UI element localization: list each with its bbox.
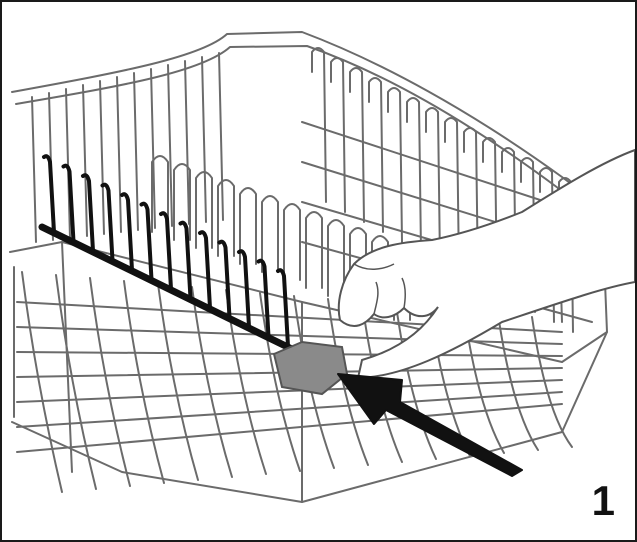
tine (42, 154, 56, 234)
tine (198, 230, 212, 310)
tine (100, 182, 115, 263)
tine (159, 211, 173, 291)
tine (120, 192, 134, 272)
basket-side-loop (444, 117, 460, 273)
basket-back-wire (167, 64, 173, 227)
tine (256, 258, 271, 339)
basket-back-wire (65, 88, 71, 239)
basket-floor-wire (327, 298, 369, 466)
basket-side-loop (349, 67, 365, 223)
basket-floor-rail (16, 403, 563, 453)
rack-release-clip (272, 340, 349, 396)
basket-side-loop (482, 137, 498, 293)
basket-back-wire (133, 72, 139, 231)
basket-plate-loop (327, 219, 345, 297)
basket-top-rail-inner (15, 45, 559, 189)
basket-back-wire (31, 96, 37, 243)
basket-floor-wire (89, 277, 131, 487)
basket-side-loop (539, 167, 555, 323)
basket-back-wire (201, 56, 207, 223)
basket-back-wire (116, 76, 122, 233)
basket-floor-wire (259, 292, 301, 472)
folding-tine-rack (38, 154, 306, 358)
basket-side-loop (368, 77, 384, 233)
basket-side-loop (425, 107, 441, 263)
arrow-shape (337, 373, 523, 477)
basket-floor-wire (157, 283, 199, 481)
basket-side-loop (311, 47, 327, 203)
basket-side-loop (501, 147, 517, 303)
step-number: 1 (591, 477, 615, 524)
basket-back-wire (184, 60, 190, 225)
basket-plate-loop (305, 211, 323, 289)
basket-plate-loop (195, 171, 213, 249)
basket-back-wire (150, 68, 156, 229)
basket-floor-wire (55, 274, 97, 490)
tine (178, 220, 193, 301)
basket-plate-loop (371, 235, 389, 313)
basket-floor-wire (123, 280, 165, 484)
basket-plate-loop (151, 155, 169, 233)
basket-top-rail (11, 31, 603, 208)
basket-floor-rail (16, 326, 563, 345)
basket-floor-rail (16, 391, 563, 428)
basket-floor-wire (395, 304, 437, 460)
basket-floor-wire (21, 271, 63, 493)
tine (217, 239, 232, 320)
tine (139, 201, 154, 282)
basket-back-wire (99, 80, 105, 235)
basket-side-loop (463, 127, 479, 283)
tine (276, 268, 290, 348)
basket-side-loop (406, 97, 422, 253)
basket-back-wire (82, 84, 88, 237)
tine (237, 249, 251, 329)
basket-side-loop (387, 87, 403, 243)
basket-plate-loop (173, 163, 191, 241)
basket-plate-loop (349, 227, 367, 305)
basket-plate-loop (283, 203, 301, 281)
hand-outline (337, 148, 635, 380)
finger-lines (353, 263, 407, 315)
basket-floor-rail (16, 379, 563, 403)
clip-body (272, 340, 349, 396)
basket-side-loop (330, 57, 346, 213)
arrow-icon (337, 373, 523, 477)
tine (61, 163, 76, 244)
hand-illustration (337, 148, 635, 380)
basket-floor-wire (531, 316, 573, 448)
basket-back-wire (218, 52, 224, 221)
basket-plate-loop (261, 195, 279, 273)
tine (81, 173, 95, 253)
basket-side-loop (520, 157, 536, 313)
basket-plate-loop (239, 187, 257, 265)
basket-plate-loop (217, 179, 235, 257)
